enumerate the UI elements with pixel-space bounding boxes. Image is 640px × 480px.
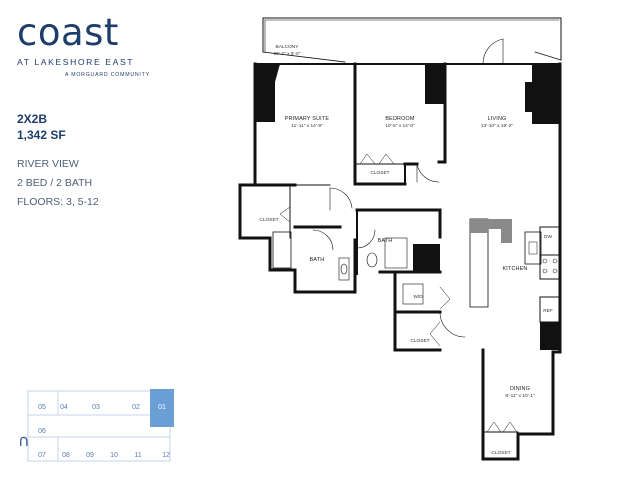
logo-community: A MORGUARD COMMUNITY	[65, 72, 150, 78]
brand-logo: coast AT LAKESHORE EAST A MORGUARD COMMU…	[17, 14, 177, 78]
kitchen-island	[470, 219, 512, 243]
primary-bath-label: BATH	[310, 257, 325, 263]
unit-beds-baths: 2 BED / 2 BATH	[17, 177, 93, 189]
north-arrow-icon: ∩	[18, 431, 30, 450]
keyplan-unit: 10	[110, 452, 118, 459]
keyplan-unit: 08	[62, 452, 70, 459]
bedroom-closet-label: CLOSET	[370, 170, 389, 176]
refrigerator-label: REF	[543, 308, 553, 314]
kitchen-label: KITCHEN	[502, 266, 527, 272]
balcony-label: BALCONY	[276, 44, 300, 50]
balcony-outline	[262, 17, 562, 61]
key-plan: 05 04 03 02 01 06 07 08 09 10 11 12	[27, 389, 174, 462]
floor-plan: BALCONY 36'-2" x 5'-0" PRIMARY SUITE 11'…	[238, 17, 562, 461]
unit-code: 2X2B	[17, 112, 48, 126]
hall-closet-label: CLOSET	[410, 338, 429, 344]
bedroom-dim: 10'-5" x 14'-0"	[385, 123, 415, 129]
second-bath-label: BATH	[378, 238, 393, 244]
logo-wordmark: coast	[17, 11, 119, 54]
unit-floors: FLOORS: 3, 5-12	[17, 196, 99, 208]
unit-view: RIVER VIEW	[17, 158, 79, 170]
keyplan-unit: 04	[60, 404, 68, 411]
dining-closet-label: CLOSET	[491, 450, 510, 456]
keyplan-unit: 03	[92, 404, 100, 411]
dining-label: DINING	[510, 386, 530, 392]
keyplan-highlight	[150, 389, 174, 427]
bedroom-label: BEDROOM	[385, 116, 415, 122]
structural-columns	[255, 64, 560, 350]
keyplan-unit: 12	[162, 452, 170, 459]
primary-closet-label: CLOSET	[259, 217, 278, 223]
primary-suite-dim: 11'-11" x 14'-9"	[291, 123, 323, 129]
unit-area: 1,342 SF	[17, 128, 66, 142]
logo-tagline: AT LAKESHORE EAST	[17, 57, 135, 67]
balcony-dim: 36'-2" x 5'-0"	[274, 51, 301, 57]
keyplan-unit: 05	[38, 404, 46, 411]
living-label: LIVING	[488, 116, 507, 122]
keyplan-unit: 11	[134, 452, 141, 459]
laundry-label: W/D	[413, 294, 423, 300]
keyplan-unit: 06	[38, 428, 46, 435]
keyplan-unit: 07	[38, 452, 46, 459]
dining-dim: 8'-11" x 10'-1"	[505, 393, 534, 399]
keyplan-unit: 09	[86, 452, 94, 459]
keyplan-unit: 02	[132, 404, 140, 411]
dishwasher-label: DW	[544, 234, 552, 240]
living-dim: 13'-10" x 19'-2"	[481, 123, 513, 129]
keyplan-unit-selected: 01	[158, 404, 166, 411]
primary-suite-label: PRIMARY SUITE	[285, 116, 330, 122]
